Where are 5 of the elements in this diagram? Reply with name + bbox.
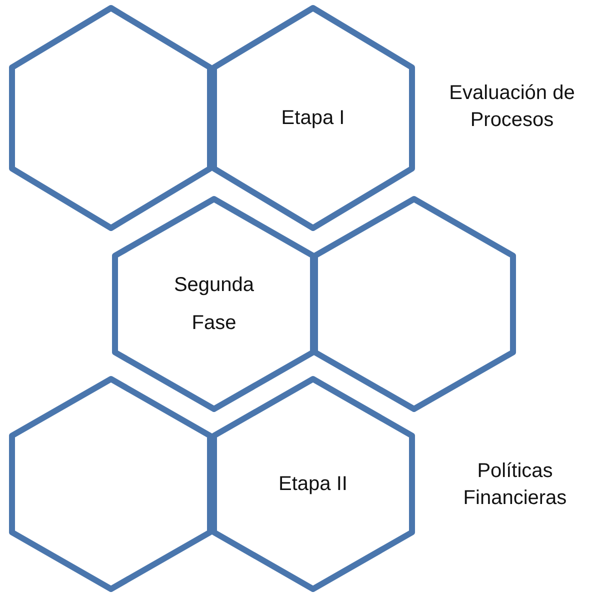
hexagon-label: Etapa II [278, 472, 348, 497]
side-label: Políticas Financieras [462, 459, 568, 511]
hexagon-label: Segunda Fase [172, 273, 256, 336]
hexagon-label: Etapa I [281, 106, 345, 131]
side-label: Evaluación de Procesos [448, 81, 576, 133]
